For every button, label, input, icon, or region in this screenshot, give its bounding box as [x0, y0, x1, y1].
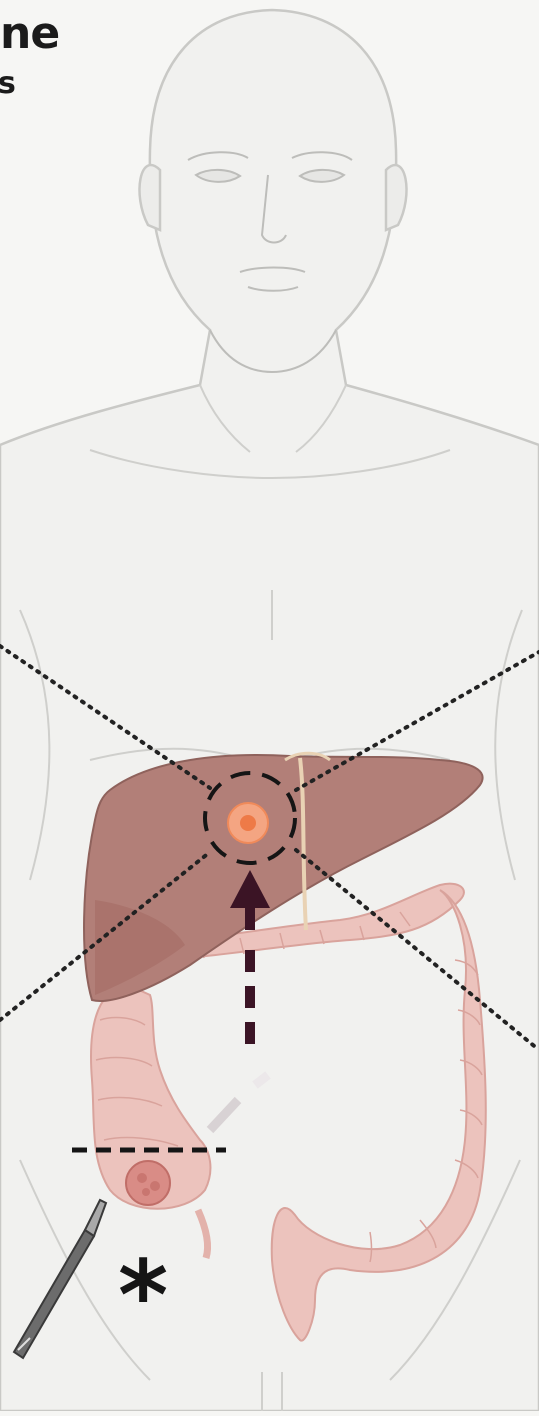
asterisk-marker: *	[118, 1248, 168, 1344]
title-fragment: ne	[0, 8, 59, 59]
primary-tumor-icon	[126, 1161, 170, 1205]
subtitle-fragment: s	[0, 66, 16, 101]
